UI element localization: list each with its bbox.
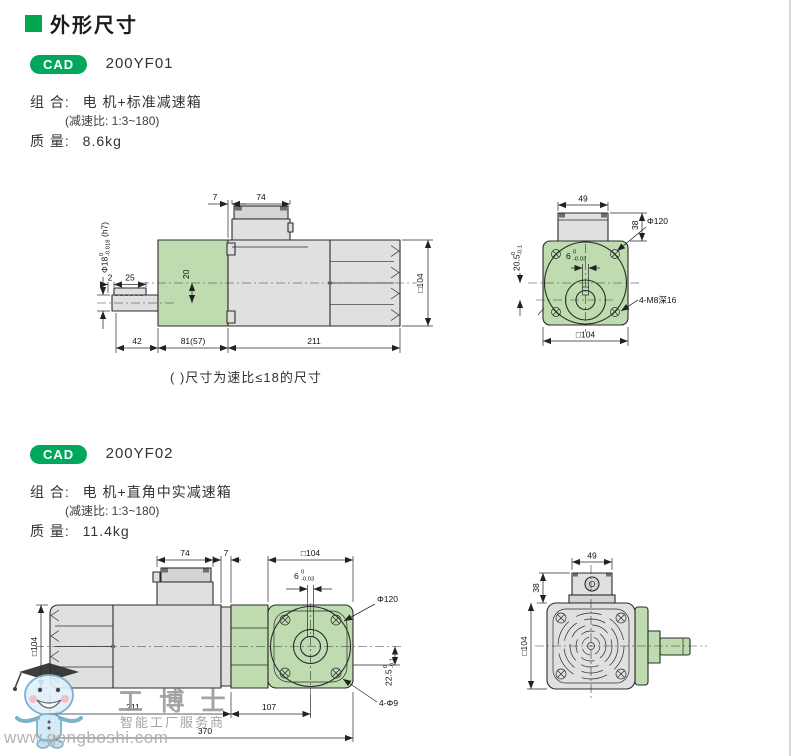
dim-211: 211 — [126, 702, 140, 712]
cad-badge-200yf01[interactable]: CAD 200YF01 — [30, 55, 174, 74]
mass-label: 质 量: — [30, 133, 70, 149]
mass-value: 11.4kg — [82, 523, 130, 539]
dim-38: 38 — [531, 583, 541, 593]
mass-label: 质 量: — [30, 523, 70, 539]
mounting-screws — [551, 249, 620, 317]
gongboshi-mascot-icon — [13, 663, 83, 749]
model-name: 200YF01 — [105, 55, 174, 72]
page-title: 外形尺寸 — [50, 15, 138, 37]
dim-sq104: □104 — [519, 636, 529, 656]
watermark-name: 工 博 士 — [118, 689, 231, 716]
watermark-subtitle: 智能工厂服务商 — [120, 715, 226, 730]
dim-20-5: 20.5 0 -0.1 — [511, 245, 524, 271]
cad-badge-200yf02[interactable]: CAD 200YF02 — [30, 445, 174, 464]
terminal-box — [156, 581, 214, 606]
svg-text:-0.1: -0.1 — [518, 245, 524, 255]
corner-screws — [555, 612, 627, 680]
dim-49: 49 — [578, 194, 588, 204]
svg-text:0: 0 — [573, 250, 576, 256]
dim-sq104: □104 — [576, 330, 596, 340]
dim-20: 20 — [181, 269, 191, 279]
page-border — [789, 0, 791, 756]
dim-107: 107 — [262, 702, 276, 712]
dim-sq104-left: □104 — [29, 637, 39, 657]
dim-7: 7 — [213, 192, 218, 202]
dim-25: 25 — [125, 273, 135, 283]
combo-label: 组 合: — [30, 484, 70, 500]
model-name: 200YF02 — [105, 445, 174, 462]
svg-text:-0.03: -0.03 — [301, 577, 314, 583]
page-header: 外形尺寸 — [25, 9, 138, 38]
dim-sq104: □104 — [415, 273, 425, 293]
svg-text:0: 0 — [99, 253, 105, 256]
combo-row: 组 合: 电 机+直角中实减速箱 — [30, 482, 232, 502]
ratio-note: (减速比: 1:3~180) — [65, 504, 160, 518]
svg-text:20.5: 20.5 — [512, 254, 522, 271]
terminal-box — [231, 218, 291, 241]
motor-fins — [390, 245, 400, 321]
shaft-key — [113, 287, 147, 296]
dim-74: 74 — [180, 548, 190, 558]
dim-370: 370 — [198, 726, 212, 736]
terminal-box-lid — [233, 205, 289, 220]
motor-fins — [50, 609, 60, 684]
dim-sq104-top: □104 — [301, 548, 321, 558]
shaft-dia-label: Φ18 0 -0.018 (h7) — [99, 222, 112, 273]
dim-38: 38 — [630, 220, 640, 230]
dim-bolts: 4-Φ9 — [379, 698, 398, 708]
gearbox-boss — [647, 630, 661, 664]
cad-badge-label[interactable]: CAD — [30, 445, 88, 464]
svg-text:0: 0 — [383, 665, 389, 668]
svg-text:6: 6 — [294, 571, 299, 581]
svg-text:Φ18: Φ18 — [100, 256, 110, 273]
svg-text:(h7): (h7) — [100, 222, 110, 237]
front-view-drawing-200yf01: 49 38 20.5 0 -0.1 6 0 -0.03 Φ120 4- — [511, 194, 677, 346]
combo-row: 组 合: 电 机+标准减速箱 — [30, 92, 202, 112]
cad-badge-label[interactable]: CAD — [30, 55, 88, 74]
combo-value: 电 机+直角中实减速箱 — [82, 484, 232, 500]
mass-row: 质 量: 11.4kg — [30, 521, 130, 541]
svg-text:-0.018: -0.018 — [106, 240, 112, 256]
output-shaft — [659, 637, 691, 656]
svg-text:0: 0 — [511, 252, 517, 255]
svg-text:0: 0 — [301, 570, 304, 576]
dim-74: 74 — [256, 192, 266, 202]
dim-key-6: 6 0 -0.03 — [294, 570, 314, 583]
combo-label: 组 合: — [30, 94, 70, 110]
dim-42: 42 — [132, 336, 142, 346]
dim-dia120: Φ120 — [647, 216, 668, 226]
dim-key-6: 6 0 -0.03 — [566, 250, 586, 263]
cable-gland — [584, 576, 600, 592]
dim-7: 7 — [224, 548, 229, 558]
dim-bolts: 4-M8深16 — [639, 295, 677, 305]
keyway — [307, 629, 314, 637]
svg-text:-0.03: -0.03 — [573, 257, 586, 263]
terminal-box — [557, 212, 609, 242]
side-view-drawing-200yf01: 7 74 42 81(57) 211 □104 20 2 25 — [97, 192, 433, 353]
section-marker-icon — [25, 15, 42, 32]
dim-81-57: 81(57) — [181, 336, 206, 346]
watermark: 工 博 士 智能工厂服务商 www.gongboshi.com — [0, 650, 280, 756]
mass-row: 质 量: 8.6kg — [30, 131, 122, 151]
watermark-url: www.gongboshi.com — [4, 728, 169, 747]
back-view-drawing-200yf02: 49 38 □104 — [519, 551, 707, 700]
dim-211: 211 — [307, 336, 321, 346]
svg-text:-0.1: -0.1 — [390, 658, 396, 668]
ratio-dimension-note: ( )尺寸为速比≤18的尺寸 — [170, 370, 322, 385]
mounting-bolts — [279, 614, 342, 679]
ratio-note: (减速比: 1:3~180) — [65, 114, 160, 128]
dim-dia120: Φ120 — [377, 594, 398, 604]
svg-text:6: 6 — [566, 251, 571, 261]
dim-22-5: 22.5 0 -0.1 — [383, 658, 396, 686]
dim-49: 49 — [587, 551, 597, 561]
dim-2: 2 — [108, 273, 113, 283]
combo-value: 电 机+标准减速箱 — [82, 94, 202, 110]
mass-value: 8.6kg — [82, 133, 122, 149]
svg-text:22.5: 22.5 — [384, 669, 394, 686]
